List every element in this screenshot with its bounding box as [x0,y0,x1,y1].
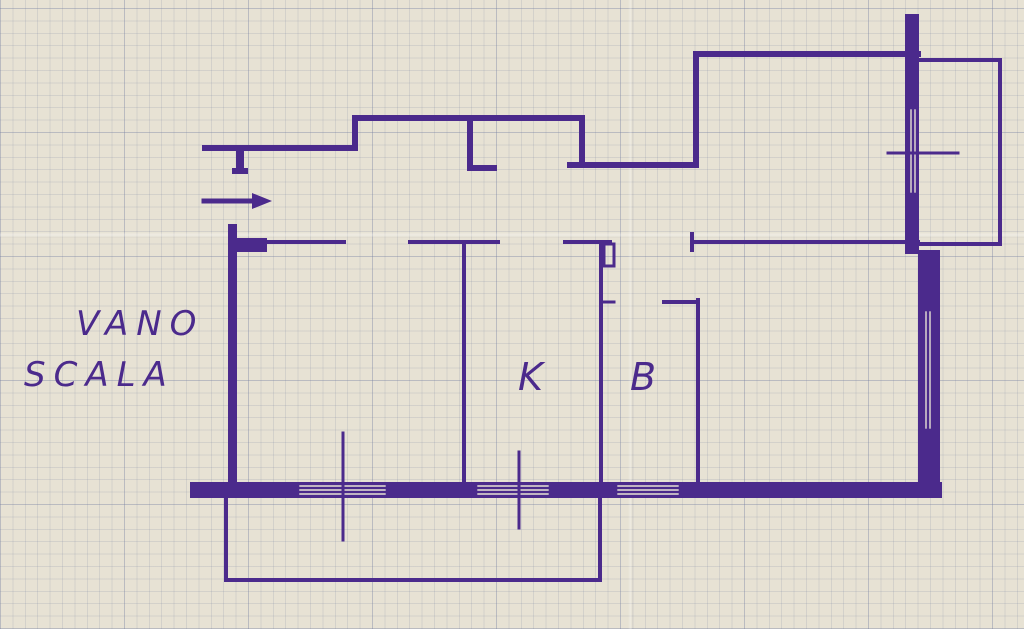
east-wall [905,14,919,254]
east-windows [910,109,931,429]
east-balcony-outline [916,58,1002,246]
north-wall [352,51,921,168]
east-wall-lower [918,250,940,498]
paper-fold-horizontal [0,232,1024,238]
paper-fold-vertical [628,0,633,629]
kitchen-label: K [518,355,546,399]
bath-label: B [630,355,656,399]
kitchen-door-jamb [602,242,616,268]
south-windows [299,485,679,495]
west-wall [228,224,237,486]
arrow-right-icon [201,193,272,209]
entrance-door-stop-foot [232,168,248,174]
entrance-door-stop [236,150,244,172]
stair-label-line2: SCALA [24,355,175,395]
balcony-outline [224,496,602,582]
stair-label-line1: VANO [76,304,204,344]
